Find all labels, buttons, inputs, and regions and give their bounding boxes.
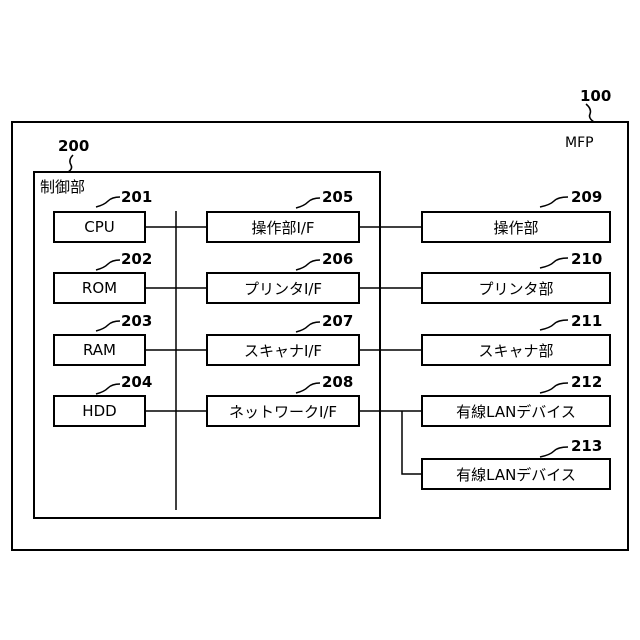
wired-lan-device-2-label: 有線LANデバイス	[456, 464, 576, 485]
printer-if-block: プリンタI/F	[206, 272, 360, 304]
cpu-ref: 201	[121, 190, 152, 205]
leader-204	[96, 384, 120, 394]
wired-lan-device-1-ref: 212	[571, 375, 602, 390]
scanner-unit-label: スキャナ部	[478, 340, 553, 361]
printer-if-ref: 206	[322, 252, 353, 267]
printer-unit-block: プリンタ部	[421, 272, 611, 304]
ram-ref: 203	[121, 314, 152, 329]
leader-100	[586, 104, 594, 122]
cpu-block: CPU	[53, 211, 146, 243]
operation-unit-ref: 209	[571, 190, 602, 205]
scanner-unit-block: スキャナ部	[421, 334, 611, 366]
network-if-ref: 208	[322, 375, 353, 390]
wired-lan-device-1-label: 有線LANデバイス	[456, 401, 576, 422]
rom-ref: 202	[121, 252, 152, 267]
network-if-label: ネットワークI/F	[229, 401, 337, 422]
mfp-ref: 100	[580, 89, 611, 104]
leader-201	[96, 197, 120, 207]
leader-203	[96, 321, 120, 331]
hdd-label: HDD	[82, 402, 116, 420]
leader-212	[540, 383, 568, 393]
scanner-if-block: スキャナI/F	[206, 334, 360, 366]
hdd-ref: 204	[121, 375, 152, 390]
leader-200	[68, 155, 73, 172]
controller-label: 制御部	[40, 180, 85, 195]
leader-211	[540, 320, 568, 330]
lan2-link	[402, 411, 422, 474]
printer-unit-ref: 210	[571, 252, 602, 267]
operation-unit-block: 操作部	[421, 211, 611, 243]
leader-210	[540, 258, 568, 268]
leader-207	[296, 322, 320, 332]
controller-ref: 200	[58, 139, 89, 154]
wired-lan-device-2-ref: 213	[571, 439, 602, 454]
scanner-unit-ref: 211	[571, 314, 602, 329]
printer-if-label: プリンタI/F	[244, 278, 322, 299]
leader-206	[296, 260, 320, 270]
hdd-block: HDD	[53, 395, 146, 427]
rom-label: ROM	[82, 279, 117, 297]
wired-lan-device-2-block: 有線LANデバイス	[421, 458, 611, 490]
operation-if-label: 操作部I/F	[251, 217, 314, 238]
scanner-if-ref: 207	[322, 314, 353, 329]
leader-202	[96, 260, 120, 270]
leader-209	[540, 197, 568, 207]
ram-block: RAM	[53, 334, 146, 366]
mfp-label: MFP	[565, 136, 594, 150]
ram-label: RAM	[83, 341, 116, 359]
rom-block: ROM	[53, 272, 146, 304]
operation-unit-label: 操作部	[493, 217, 538, 238]
printer-unit-label: プリンタ部	[478, 278, 553, 299]
operation-if-block: 操作部I/F	[206, 211, 360, 243]
wired-lan-device-1-block: 有線LANデバイス	[421, 395, 611, 427]
network-if-block: ネットワークI/F	[206, 395, 360, 427]
operation-if-ref: 205	[322, 190, 353, 205]
leader-205	[296, 198, 320, 208]
leader-208	[296, 383, 320, 393]
scanner-if-label: スキャナI/F	[244, 340, 322, 361]
leader-213	[540, 447, 568, 457]
cpu-label: CPU	[84, 218, 115, 236]
